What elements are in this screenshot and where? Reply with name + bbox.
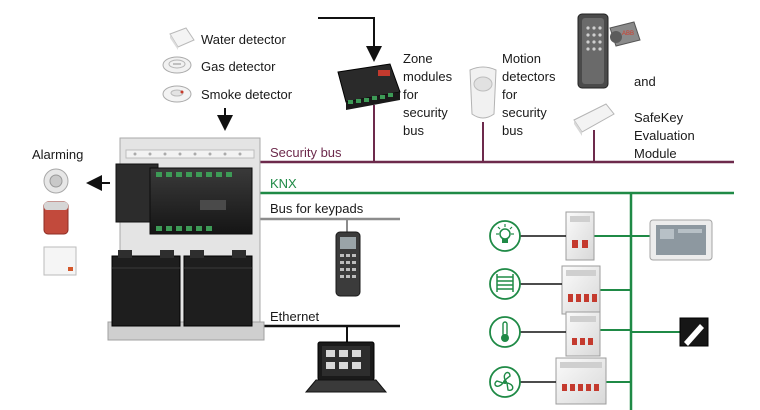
keypad-bus <box>258 217 400 232</box>
control-panel <box>107 137 265 341</box>
ethernet-bus <box>258 324 400 342</box>
safekey-line-2: Evaluation <box>634 128 695 143</box>
safekey-reader-icon <box>577 13 609 89</box>
safekey-key-icon: ABB <box>609 21 641 47</box>
zone-arrow <box>318 17 382 62</box>
safekey-label: SafeKey Evaluation Module <box>634 110 698 161</box>
zone-line-2: modules <box>403 69 453 84</box>
zone-line-3: for <box>403 87 419 102</box>
knx-actuator-2 <box>561 265 601 315</box>
keypad-icon <box>335 231 361 297</box>
ethernet-bus-label: Ethernet <box>270 309 320 324</box>
motion-line-5: bus <box>502 123 523 138</box>
alarm-box-icon <box>43 246 77 276</box>
safekey-line-3: Module <box>634 146 677 161</box>
knx-bus-label: KNX <box>270 176 297 191</box>
zone-line-4: security <box>403 105 448 120</box>
zone-modules-label: Zone modules for security bus <box>403 51 456 138</box>
blinds-icon <box>489 268 521 300</box>
knx-actuator-4 <box>555 357 607 405</box>
gas-detector-icon <box>162 56 192 74</box>
safekey-and-label: and <box>634 74 656 89</box>
zone-line-1: Zone <box>403 51 433 66</box>
knx-actuator-3 <box>565 311 601 357</box>
motion-line-4: security <box>502 105 547 120</box>
motion-detectors-label: Motion detectors for security bus <box>502 51 559 138</box>
gas-detector-label: Gas detector <box>201 59 276 74</box>
motion-line-1: Motion <box>502 51 541 66</box>
strobe-icon <box>43 201 69 235</box>
lighting-icon <box>489 220 521 252</box>
motion-line-2: detectors <box>502 69 556 84</box>
safekey-brand: ABB <box>622 31 634 37</box>
alarming-label: Alarming <box>32 147 83 162</box>
motion-detector-icon <box>469 66 497 119</box>
motion-line-3: for <box>502 87 518 102</box>
ventilation-icon <box>489 366 521 398</box>
zone-line-5: bus <box>403 123 424 138</box>
knx-actuator-1 <box>565 211 595 261</box>
laptop-icon <box>304 341 388 393</box>
security-bus <box>258 105 734 164</box>
security-bus-label: Security bus <box>270 145 342 160</box>
knx-bus <box>258 191 734 410</box>
safekey-line-1: SafeKey <box>634 110 684 125</box>
heating-icon <box>489 316 521 348</box>
battery-right <box>183 250 253 327</box>
keypad-bus-label: Bus for keypads <box>270 201 364 216</box>
battery-left <box>111 250 181 327</box>
smoke-detector-label: Smoke detector <box>201 87 293 102</box>
smoke-detector-icon <box>162 85 192 103</box>
siren-icon <box>43 168 69 194</box>
water-detector-label: Water detector <box>201 32 286 47</box>
switch-icon <box>679 317 709 347</box>
safekey-module-icon <box>573 103 615 136</box>
touch-panel-icon <box>649 219 713 261</box>
water-detector-icon <box>169 27 195 50</box>
zone-module-icon <box>337 63 401 110</box>
